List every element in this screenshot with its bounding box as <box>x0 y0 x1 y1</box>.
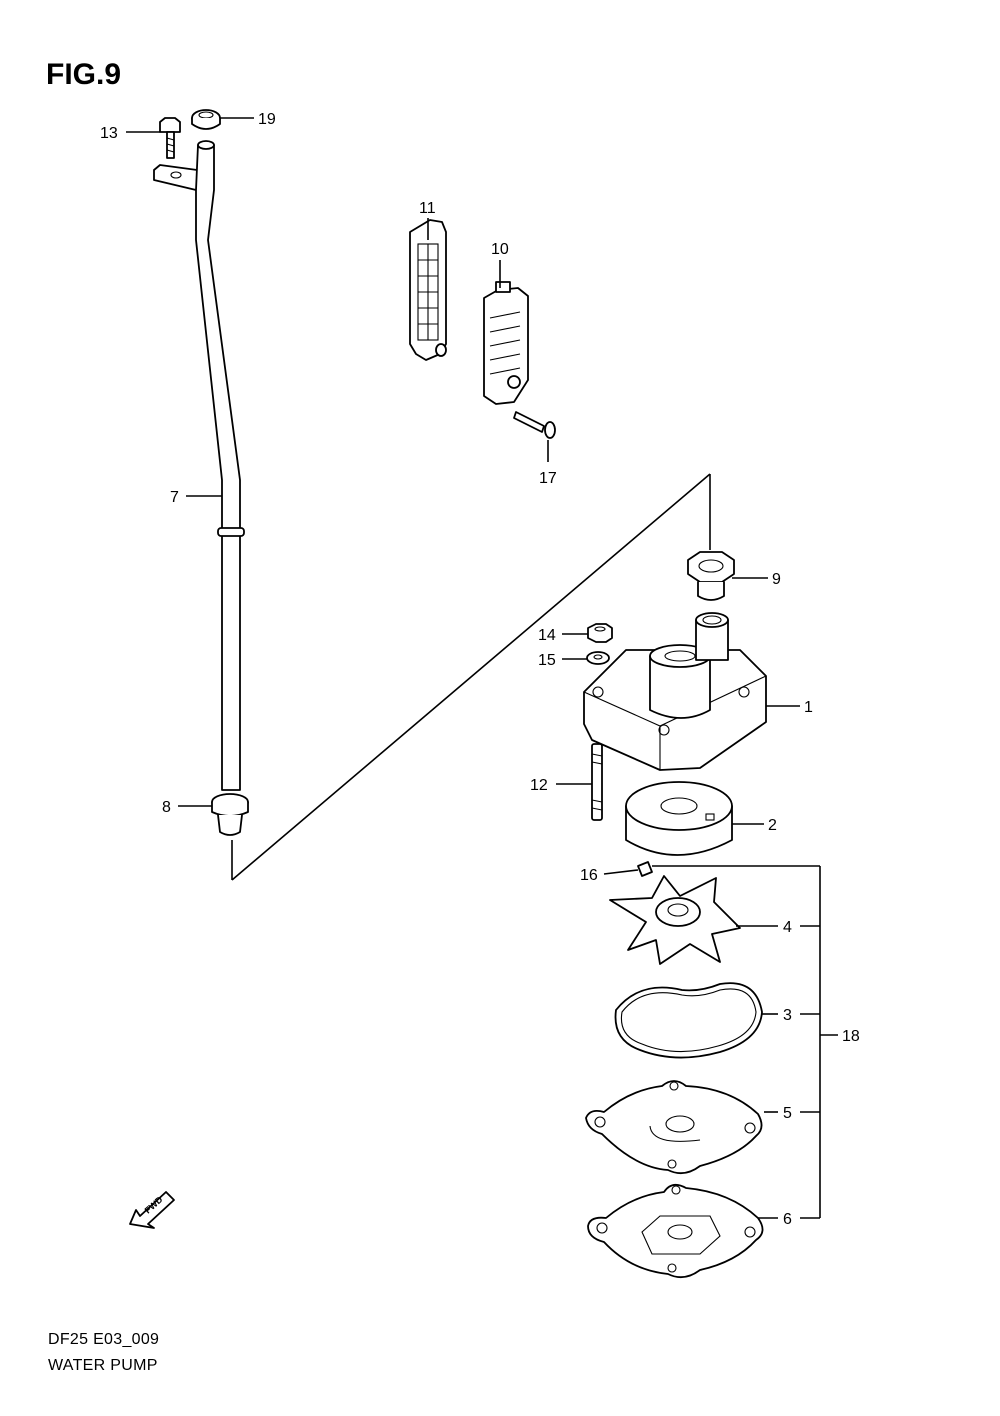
part-1-pump-case <box>583 612 767 771</box>
callout-6: 6 <box>783 1211 792 1228</box>
callout-labels: 1 2 3 4 5 6 7 8 9 10 11 12 13 14 15 16 1… <box>100 111 860 1228</box>
callout-16: 16 <box>580 867 598 884</box>
callout-8: 8 <box>162 799 171 816</box>
part-13-bolt <box>159 117 181 159</box>
callout-9: 9 <box>772 571 781 588</box>
callout-17: 17 <box>539 470 557 487</box>
callout-1: 1 <box>804 699 813 716</box>
part-11-cover <box>409 219 447 361</box>
part-14-nut <box>587 623 613 643</box>
callout-10: 10 <box>491 241 509 258</box>
callout-2: 2 <box>768 817 777 834</box>
part-16-key <box>637 861 653 877</box>
part-8-grommet <box>211 793 249 836</box>
callout-15: 15 <box>538 652 556 669</box>
fwd-arrow-icon: FWD <box>129 1191 175 1229</box>
callout-19: 19 <box>258 111 276 128</box>
part-12-stud <box>591 743 603 821</box>
callout-7: 7 <box>170 489 179 506</box>
part-2-liner <box>625 781 733 856</box>
callout-13: 13 <box>100 125 118 142</box>
figure-title: FIG.9 <box>46 58 122 91</box>
leader-lines <box>126 117 838 1219</box>
callout-4: 4 <box>783 919 792 936</box>
callout-18: 18 <box>842 1028 860 1045</box>
callout-12: 12 <box>530 777 548 794</box>
section-name: WATER PUMP <box>48 1357 158 1374</box>
callout-3: 3 <box>783 1007 792 1024</box>
part-19-grommet <box>191 109 221 130</box>
model-code: DF25 E03_009 <box>48 1331 160 1348</box>
part-7-water-tube <box>153 140 245 791</box>
callout-5: 5 <box>783 1105 792 1122</box>
callout-11: 11 <box>419 200 436 217</box>
part-4-impeller <box>609 875 741 965</box>
part-9-nozzle <box>687 551 735 601</box>
part-17-screw <box>513 411 556 439</box>
callout-14: 14 <box>538 627 556 644</box>
part-3-gasket <box>614 982 763 1059</box>
part-15-washer <box>586 651 610 665</box>
part-6-gasket <box>587 1183 764 1279</box>
part-10-plate <box>483 281 529 405</box>
part-5-plate-gasket <box>585 1080 763 1175</box>
